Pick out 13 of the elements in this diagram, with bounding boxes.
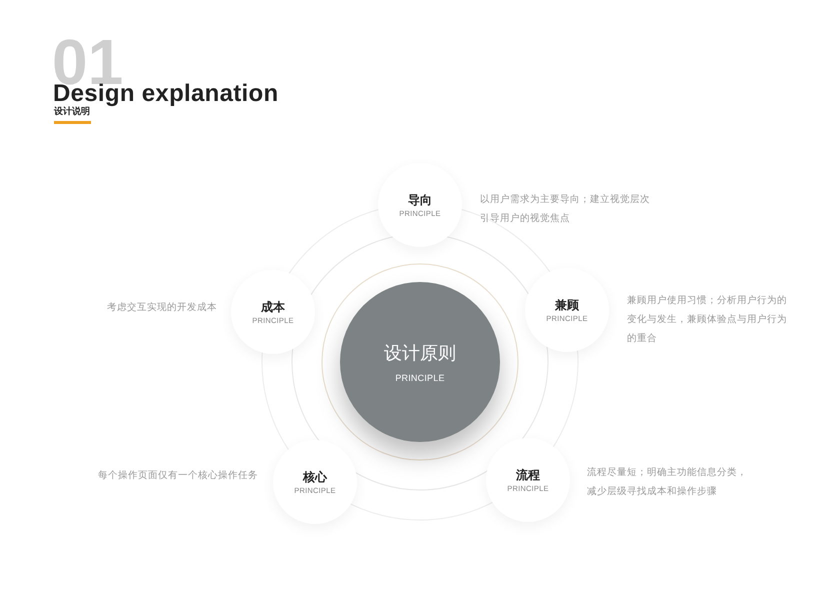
description-text: 考虑交互实现的开发成本 xyxy=(106,301,217,315)
description-text: 流程尽量短；明确主功能信息分类，减少层级寻找成本和操作步骤 xyxy=(587,466,748,499)
node-title: 导向 xyxy=(408,192,432,208)
node-title: 核心 xyxy=(303,468,327,484)
node-subtitle: PRINCIPLE xyxy=(395,372,445,384)
description-text: 每个操作页面仅有一个核心操作任务 xyxy=(97,469,258,483)
node-title: 流程 xyxy=(516,466,540,482)
node-title: 兼顾 xyxy=(555,296,579,312)
description-text: 兼顾用户使用习惯；分析用户行为的变化与发生，兼顾体验点与用户行为的重合 xyxy=(627,294,788,346)
subtitle: 设计说明 xyxy=(54,106,90,119)
description-text: 以用户需求为主要导向；建立视觉层次引导用户的视觉焦点 xyxy=(480,193,651,226)
node-title: 设计原则 xyxy=(384,342,456,366)
node-title: 成本 xyxy=(261,298,285,314)
